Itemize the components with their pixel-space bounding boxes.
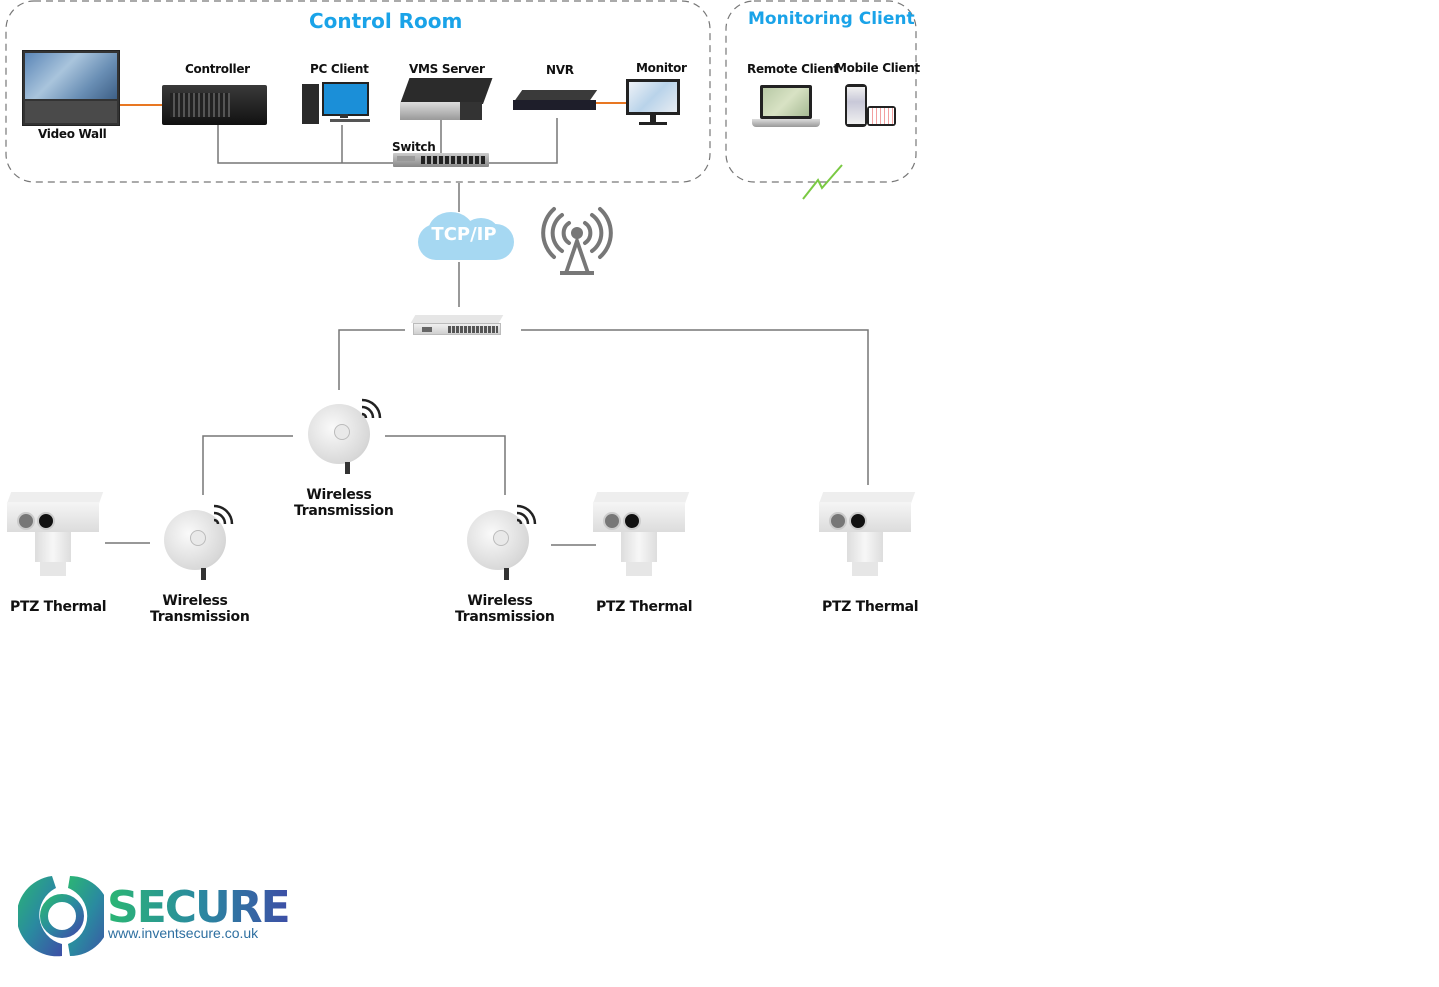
wireless-left-label-line1: Wireless	[162, 593, 228, 609]
wireless-dish-right	[459, 502, 549, 582]
signal-zigzag-icon	[802, 164, 843, 200]
tcpip-cloud-icon: TCP/IP	[410, 210, 518, 264]
core-to-wireless-center	[338, 329, 405, 390]
wireless-left-label: Wireless Transmission	[150, 593, 250, 625]
controller-icon	[162, 85, 267, 125]
monitor-label: Monitor	[636, 61, 687, 75]
radio-tower-icon	[541, 207, 613, 275]
wireless-right-label-line1: Wireless	[467, 593, 533, 609]
wireless-center-label: Wireless Transmission	[294, 487, 394, 519]
ptz-thermal-camera-middle	[591, 490, 690, 580]
video-wall-icon	[22, 50, 120, 126]
ptz-camera-icon	[5, 490, 104, 580]
wireless-center-label-line2: Transmission	[294, 503, 394, 519]
controller-switch-link	[217, 125, 395, 164]
ptz-thermal-camera-left	[5, 490, 104, 580]
wireless-dish-center	[300, 396, 390, 476]
wireless-right-label-line2: Transmission	[455, 609, 555, 625]
wireless-center-to-right	[385, 435, 506, 495]
laptop-icon	[752, 85, 820, 133]
control-room-boundary	[5, 0, 711, 183]
core-switch-icon	[410, 315, 504, 337]
controller-label: Controller	[185, 62, 250, 76]
wifi-signal-icon	[517, 504, 537, 525]
wireless-dish-left	[156, 502, 246, 582]
wireless-center-label-line1: Wireless	[306, 487, 372, 503]
switch-icon	[393, 153, 489, 167]
monitoring-client-boundary	[725, 0, 917, 183]
remote-client-label: Remote Client	[747, 62, 839, 76]
wireless-center-to-left	[202, 435, 293, 495]
logo-url-link[interactable]: www.inventsecure.co.uk	[108, 925, 259, 941]
wireless-left-label-line2: Transmission	[150, 609, 250, 625]
ptz-thermal-left-label: PTZ Thermal	[10, 599, 107, 615]
mobile-phone-icon	[845, 84, 897, 130]
monitoring-client-title: Monitoring Client	[748, 9, 915, 29]
monitor-icon	[626, 79, 680, 127]
ptz-thermal-middle-label: PTZ Thermal	[596, 599, 693, 615]
core-to-ptz-right	[521, 329, 869, 485]
logo-brand-text: SECURE	[107, 882, 291, 933]
mobile-client-label: Mobile Client	[835, 61, 920, 75]
ptz-camera-icon	[817, 490, 916, 580]
tcpip-label: TCP/IP	[431, 224, 497, 245]
nvr-icon	[513, 90, 598, 116]
pc-client-icon	[302, 82, 374, 126]
nvr-label: NVR	[546, 63, 574, 77]
wifi-signal-icon	[214, 504, 234, 525]
nvr-switch-link	[489, 118, 558, 164]
vms-server-label: VMS Server	[409, 62, 485, 76]
switch-label: Switch	[392, 140, 436, 154]
ptz-thermal-camera-right	[817, 490, 916, 580]
ptz-camera-icon	[591, 490, 690, 580]
pc-client-label: PC Client	[310, 62, 369, 76]
vms-server-icon	[400, 78, 493, 122]
video-wall-label: Video Wall	[38, 127, 107, 141]
secure-logo-icon	[18, 876, 104, 957]
wifi-signal-icon	[362, 398, 382, 419]
ptz-thermal-right-label: PTZ Thermal	[822, 599, 919, 615]
wireless-right-label: Wireless Transmission	[455, 593, 555, 625]
control-room-title: Control Room	[309, 9, 463, 33]
